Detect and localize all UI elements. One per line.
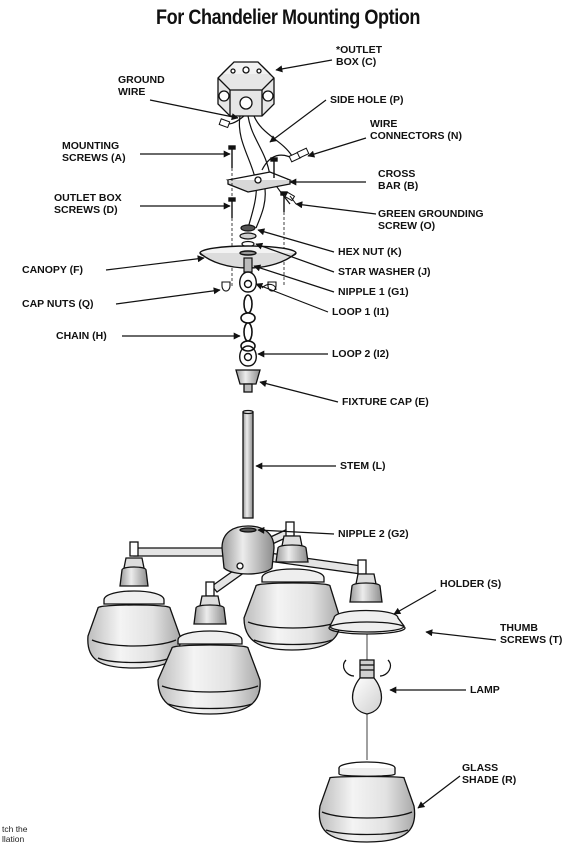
loop-1-part bbox=[239, 271, 257, 293]
label-fixture-cap: FIXTURE CAP (E) bbox=[342, 396, 429, 408]
nipple-1-part bbox=[243, 257, 253, 273]
leader-lines bbox=[105, 59, 497, 809]
label-cap-nuts: CAP NUTS (Q) bbox=[22, 298, 94, 310]
leader-thumb-screws bbox=[425, 629, 497, 641]
label-chain: CHAIN (H) bbox=[56, 330, 107, 342]
leader-outlet-box bbox=[275, 59, 333, 73]
leader-fixture-cap bbox=[259, 380, 339, 403]
label-star-washer: STAR WASHER (J) bbox=[338, 266, 431, 278]
leader-holder bbox=[393, 589, 437, 615]
label-loop-2: LOOP 2 (I2) bbox=[332, 348, 389, 360]
leader-green-grounding-screw bbox=[295, 201, 377, 215]
label-lamp: LAMP bbox=[470, 684, 500, 696]
leader-cap-nuts bbox=[115, 287, 221, 305]
lamp-unit-back-right bbox=[243, 535, 341, 651]
label-holder: HOLDER (S) bbox=[440, 578, 502, 590]
hex-nut-part bbox=[239, 224, 257, 240]
lamp-unit-front-right bbox=[328, 573, 406, 635]
leader-ground-wire bbox=[149, 99, 239, 121]
label-canopy: CANOPY (F) bbox=[22, 264, 84, 276]
leader-canopy bbox=[105, 255, 205, 271]
fixture-body bbox=[129, 521, 367, 597]
cross-bar-part bbox=[225, 171, 293, 193]
label-side-hole: SIDE HOLE (P) bbox=[330, 94, 404, 106]
cap-nuts-part bbox=[221, 281, 277, 292]
diagram-title: For Chandelier Mounting Option bbox=[156, 6, 420, 29]
label-nipple-1: NIPPLE 1 (G1) bbox=[338, 286, 409, 298]
lamp-unit-front-left bbox=[157, 595, 261, 715]
leader-nipple-1 bbox=[253, 264, 335, 293]
footnote-fragment-2: llation bbox=[2, 834, 25, 844]
leader-nipple-2 bbox=[257, 526, 335, 535]
outlet-box-screws-part bbox=[228, 191, 288, 218]
leader-loop-1 bbox=[255, 283, 329, 313]
stem-part bbox=[242, 409, 254, 519]
lamp-part bbox=[342, 634, 392, 760]
leader-hex-nut bbox=[257, 228, 335, 253]
mounting-screws-part bbox=[228, 145, 278, 178]
outlet-box-part bbox=[217, 61, 275, 117]
fixture-cap-part bbox=[235, 369, 261, 393]
loop-2-part bbox=[239, 345, 257, 367]
leader-wire-connectors bbox=[307, 137, 367, 158]
supply-wires bbox=[221, 115, 297, 229]
leader-glass-shade bbox=[417, 775, 461, 809]
lamp-unit-back-left bbox=[87, 557, 181, 669]
leader-star-washer bbox=[255, 242, 335, 273]
chain-part bbox=[240, 294, 256, 352]
footnote-fragment-1: tch the bbox=[2, 824, 28, 834]
glass-shade-part bbox=[318, 761, 416, 843]
green-grounding-screw-part bbox=[284, 191, 297, 205]
label-stem: STEM (L) bbox=[340, 460, 386, 472]
leader-side-hole bbox=[269, 99, 327, 143]
label-loop-1: LOOP 1 (I1) bbox=[332, 306, 389, 318]
label-nipple-2: NIPPLE 2 (G2) bbox=[338, 528, 409, 540]
label-hex-nut: HEX NUT (K) bbox=[338, 246, 402, 258]
